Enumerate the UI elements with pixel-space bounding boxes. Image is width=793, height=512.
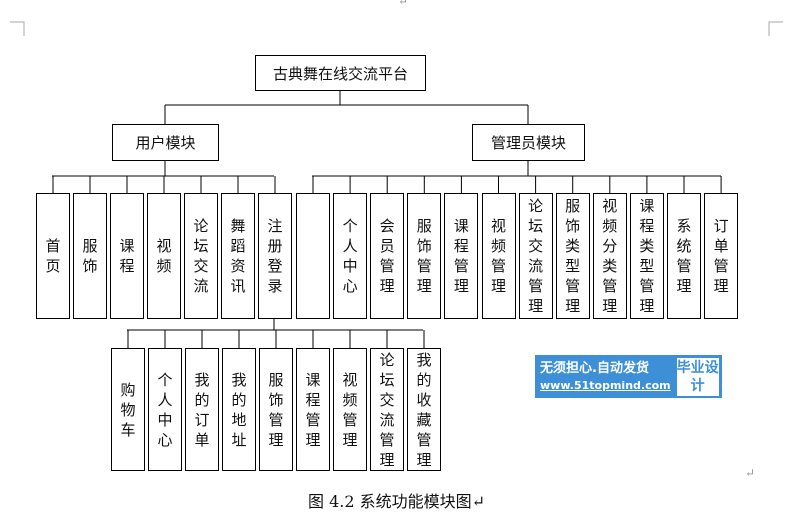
admin-module-item: 视频管理 xyxy=(481,193,516,319)
node-label: 论坛交流管理 xyxy=(528,197,544,315)
root-node: 古典舞在线交流平台 xyxy=(255,55,426,91)
watermark-badge: 毕业设计 xyxy=(676,357,719,396)
admin-module-item: 课程管理 xyxy=(444,193,479,319)
node-label: 我的地址 xyxy=(231,370,247,449)
admin-module-node: 管理员模块 xyxy=(472,124,585,161)
admin-module-item: 会员管理 xyxy=(370,193,405,319)
node-label: 服饰类型管理 xyxy=(565,197,581,315)
user-module-item: 服饰 xyxy=(73,193,107,319)
user-module-item: 论坛交流 xyxy=(184,193,218,319)
node-label: 论坛交流管理 xyxy=(379,350,395,469)
user-module-item: 舞蹈资讯 xyxy=(221,193,255,319)
watermark-text: 无须担心.自动发货 xyxy=(540,361,649,376)
watermark-url: www.51topmind.com xyxy=(540,379,671,392)
paragraph-mark: ↵ xyxy=(745,466,756,480)
node-label: 服饰管理 xyxy=(416,217,432,295)
node-label: 我的订单 xyxy=(194,370,210,449)
register-sub-item: 我的地址 xyxy=(222,348,256,471)
paragraph-mark: ↵ xyxy=(398,0,409,8)
node-label: 课程管理 xyxy=(453,217,469,295)
admin-module-item: 个人中心 xyxy=(333,193,368,319)
node-label: 订单管理 xyxy=(713,217,729,295)
node-label: 课程 xyxy=(119,237,135,275)
admin-module-item: 论坛交流管理 xyxy=(518,193,553,319)
admin-module-item: 视频分类管理 xyxy=(592,193,627,319)
user-module-item: 课程 xyxy=(110,193,144,319)
user-module-node: 用户模块 xyxy=(112,124,219,161)
figure-caption: 图 4.2 系统功能模块图↵ xyxy=(307,492,486,511)
register-sub-item: 课程管理 xyxy=(296,348,330,471)
user-module-item: 视频 xyxy=(147,193,181,319)
user-module-item: 注册登录 xyxy=(258,193,292,319)
node-label: 个人中心 xyxy=(157,370,173,449)
node-label: 购物车 xyxy=(120,380,136,439)
register-sub-item: 个人中心 xyxy=(148,348,182,471)
node-label: 个人中心 xyxy=(342,217,358,295)
register-sub-item: 我的订单 xyxy=(185,348,219,471)
node-label: 视频分类管理 xyxy=(602,197,618,315)
register-sub-item: 我的收藏管理 xyxy=(407,348,441,471)
admin-module-item: 服饰类型管理 xyxy=(555,193,590,319)
node-label: 服饰管理 xyxy=(268,370,284,449)
node-label: 视频管理 xyxy=(342,370,358,449)
watermark: 无须担心.自动发货 www.51topmind.com 毕业设计 xyxy=(535,355,722,398)
node-label: 视频 xyxy=(156,237,172,275)
admin-module-item: 系统管理 xyxy=(667,193,701,319)
node-label: 论坛交流 xyxy=(193,217,209,295)
admin-module-item xyxy=(296,193,330,319)
admin-module-item: 订单管理 xyxy=(704,193,739,319)
node-label: 课程类型管理 xyxy=(639,197,655,315)
register-sub-item: 论坛交流管理 xyxy=(370,348,404,471)
register-sub-item: 视频管理 xyxy=(333,348,367,471)
node-label: 舞蹈资讯 xyxy=(230,217,246,295)
node-label: 视频管理 xyxy=(490,217,506,295)
user-module-item: 首页 xyxy=(36,193,70,319)
node-label: 服饰 xyxy=(82,237,98,275)
admin-module-item: 课程类型管理 xyxy=(629,193,664,319)
node-label: 首页 xyxy=(45,237,61,275)
admin-module-item: 服饰管理 xyxy=(407,193,442,319)
node-label: 课程管理 xyxy=(305,370,321,449)
node-label: 我的收藏管理 xyxy=(416,350,432,469)
node-label: 注册登录 xyxy=(267,217,283,295)
node-label: 系统管理 xyxy=(676,217,692,295)
register-sub-item: 服饰管理 xyxy=(259,348,293,471)
node-label: 会员管理 xyxy=(379,217,395,295)
register-sub-item: 购物车 xyxy=(111,348,145,471)
